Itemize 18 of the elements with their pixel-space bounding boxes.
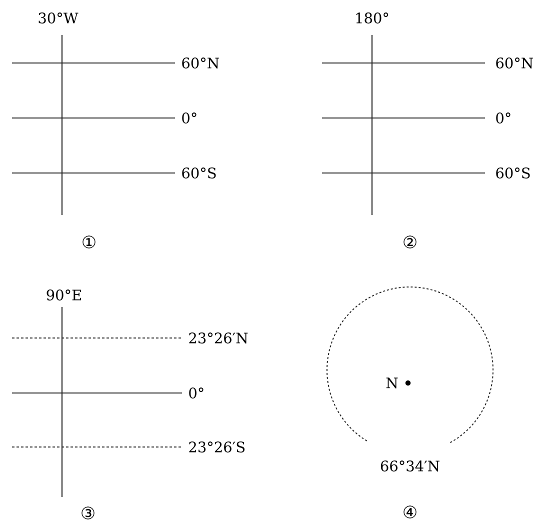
coordinate-label: 23°26′S	[189, 442, 244, 452]
coordinate-label: 66°34′N	[380, 460, 440, 472]
coordinate-label: 60°N	[496, 58, 533, 68]
coordinate-label: 60°S	[496, 168, 530, 178]
panel-number: ②	[404, 236, 416, 248]
panel-number: ③	[82, 506, 94, 520]
coordinate-label: N	[386, 378, 398, 388]
coordinate-label: 0°	[182, 112, 196, 124]
coordinate-label: 30°W	[38, 12, 78, 24]
coordinate-label: 0°	[496, 112, 510, 124]
coordinate-label: 180°	[356, 12, 388, 24]
coordinate-label: 60°S	[182, 168, 216, 178]
panel-number: ①	[82, 236, 96, 248]
coordinate-label: 90°E	[46, 290, 81, 300]
coordinate-label: 60°N	[182, 58, 219, 68]
coordinate-label: 23°26′N	[189, 332, 248, 344]
panel-number: ④	[404, 506, 416, 518]
coordinate-label: 0°	[189, 388, 204, 398]
